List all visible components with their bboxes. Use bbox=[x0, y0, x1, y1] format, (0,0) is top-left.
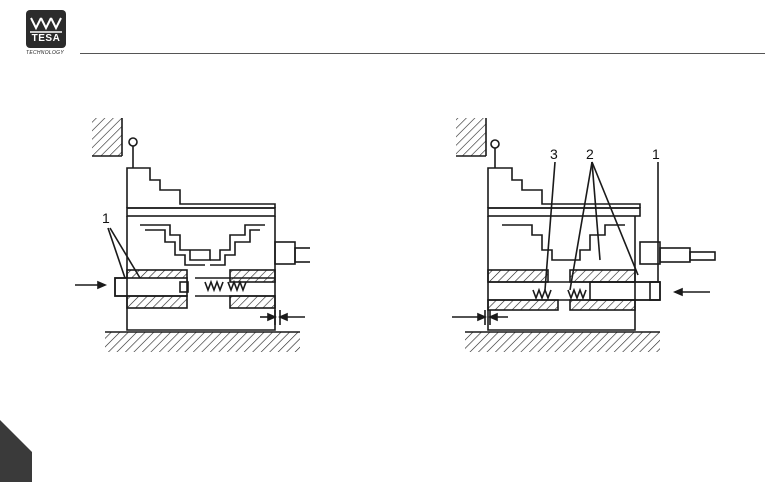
diagram-left: 1 bbox=[70, 110, 310, 360]
logo-subtitle: TECHNOLOGY bbox=[26, 50, 71, 56]
corner-decoration bbox=[0, 420, 32, 482]
tesa-logo-icon: TESA bbox=[26, 10, 66, 48]
callout-1-right: 1 bbox=[652, 146, 660, 162]
callout-1-left: 1 bbox=[102, 210, 110, 226]
header-rule bbox=[80, 53, 765, 54]
tesa-logo: TESA TECHNOLOGY bbox=[26, 10, 71, 60]
diagram-right: 3 2 1 bbox=[440, 110, 740, 360]
logo-brand-text: TESA bbox=[26, 33, 66, 44]
callout-2-right: 2 bbox=[586, 146, 594, 162]
callout-3-right: 3 bbox=[550, 146, 558, 162]
